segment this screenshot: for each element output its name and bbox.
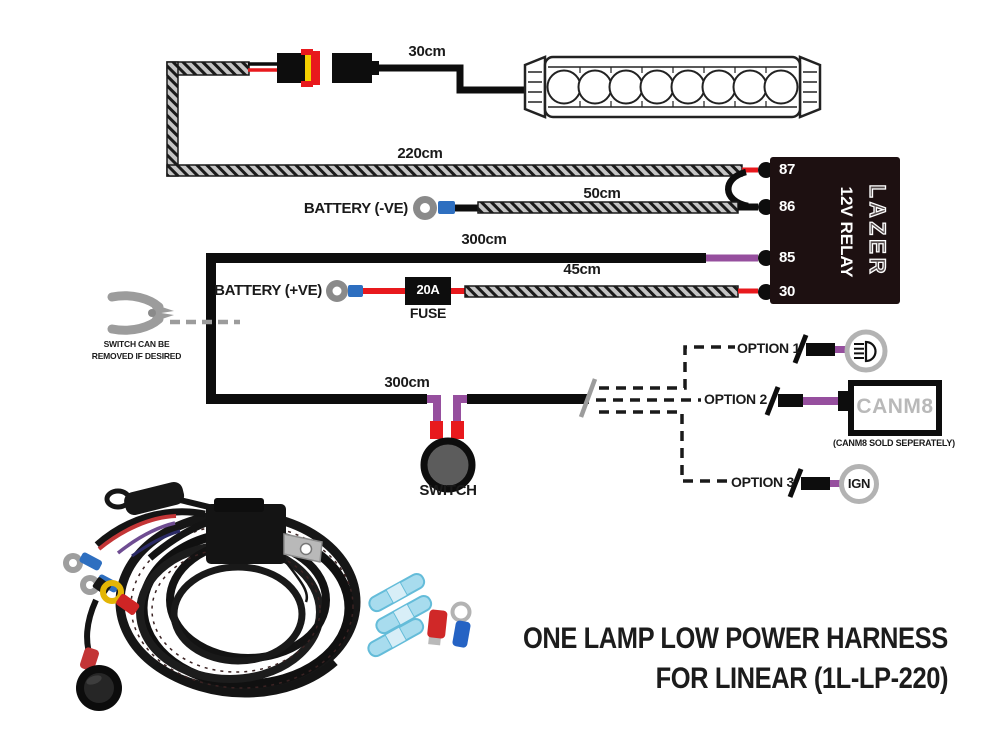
blue-crimp [348,285,363,297]
battery-negative-label: BATTERY (-VE) [303,200,408,217]
pliers-icon [107,291,174,335]
purple-wire [116,521,176,555]
fuse-holder [124,481,185,515]
ign-label: IGN [847,476,871,491]
relay-pin-87: 87 [779,161,796,178]
relay-name-label: 12V RELAY [837,186,856,278]
light-bar [523,55,822,119]
option3-connector [787,464,879,504]
product-title-line1: ONE LAMP LOW POWER HARNESS [523,622,948,655]
canm8-box [848,380,942,436]
option-dashed-lines [596,345,735,483]
spade-terminal [427,609,448,646]
switch-loom-wire [206,253,706,404]
female-connector [332,53,372,83]
switch-knob [420,437,476,493]
option2-label: OPTION 2 [704,391,767,407]
relay-pin-85: 85 [779,249,796,266]
relay-pin-30: 30 [779,283,796,300]
butt-connector [368,572,426,613]
break-mark [578,378,598,418]
ground-lead-length-label: 50cm [583,185,621,202]
switch-assembly [420,395,476,493]
lamp-lead-length-label: 30cm [408,43,446,60]
product-title-line2: FOR LINEAR (1L-LP-220) [655,662,949,695]
relay-pin-86: 86 [779,198,796,215]
battery-negative-terminal [413,196,455,220]
lamp-wire [379,64,528,94]
main-loom-length-label: 220cm [397,145,443,162]
ring-terminal-spare [450,601,472,648]
red-crimp [451,421,464,439]
fuse-label: FUSE [409,305,447,321]
male-connector [277,53,305,83]
fuse-rating-label: 20A [416,282,440,297]
canm8-note: (CANM8 SOLD SEPERATELY) [833,438,955,448]
relay-photo [206,504,286,564]
lamp-ground-loop [725,168,749,210]
harness-photo [63,481,361,711]
superseal-connector [100,580,124,604]
fuse-box [405,277,451,305]
relay-wiring [206,162,774,404]
relay-box [770,157,900,304]
light-bar-lenses [546,69,799,105]
yellow-seal [305,53,311,83]
red-wire [97,514,177,551]
canm8-label: CANM8 [856,395,934,418]
option3-label: OPTION 3 [731,474,794,490]
blue-crimp [438,201,455,214]
lamp-connector-pair [248,49,528,94]
spare-terminals [367,572,472,658]
headlight-icon [854,340,877,363]
butt-connector [375,594,433,635]
battery-sleeve [464,285,739,298]
switch-note: SWITCH CAN BE REMOVED IF DESIRED [64,339,209,362]
switch-run-length-label: 300cm [384,374,430,391]
battery-positive-terminal [326,280,363,302]
ign-circle [839,464,879,504]
switch-label: SWITCH [419,482,477,499]
lazer-logo: LAZER [864,184,890,279]
butt-connector [367,617,425,658]
ground-sleeve [477,201,739,214]
switch-note-line2: REMOVED IF DESIRED [91,350,182,361]
switch-note-line1: SWITCH CAN BE [103,339,170,349]
red-crimp [430,421,443,439]
red-retainer [311,51,320,85]
battery-positive-label: BATTERY (+VE) [214,282,322,299]
option2-connector [764,380,942,436]
switch-loom-length-label: 300cm [461,231,507,248]
option1-label: OPTION 1 [737,340,800,356]
option1-connector [792,329,888,373]
battery-lead-length-label: 45cm [563,261,601,278]
